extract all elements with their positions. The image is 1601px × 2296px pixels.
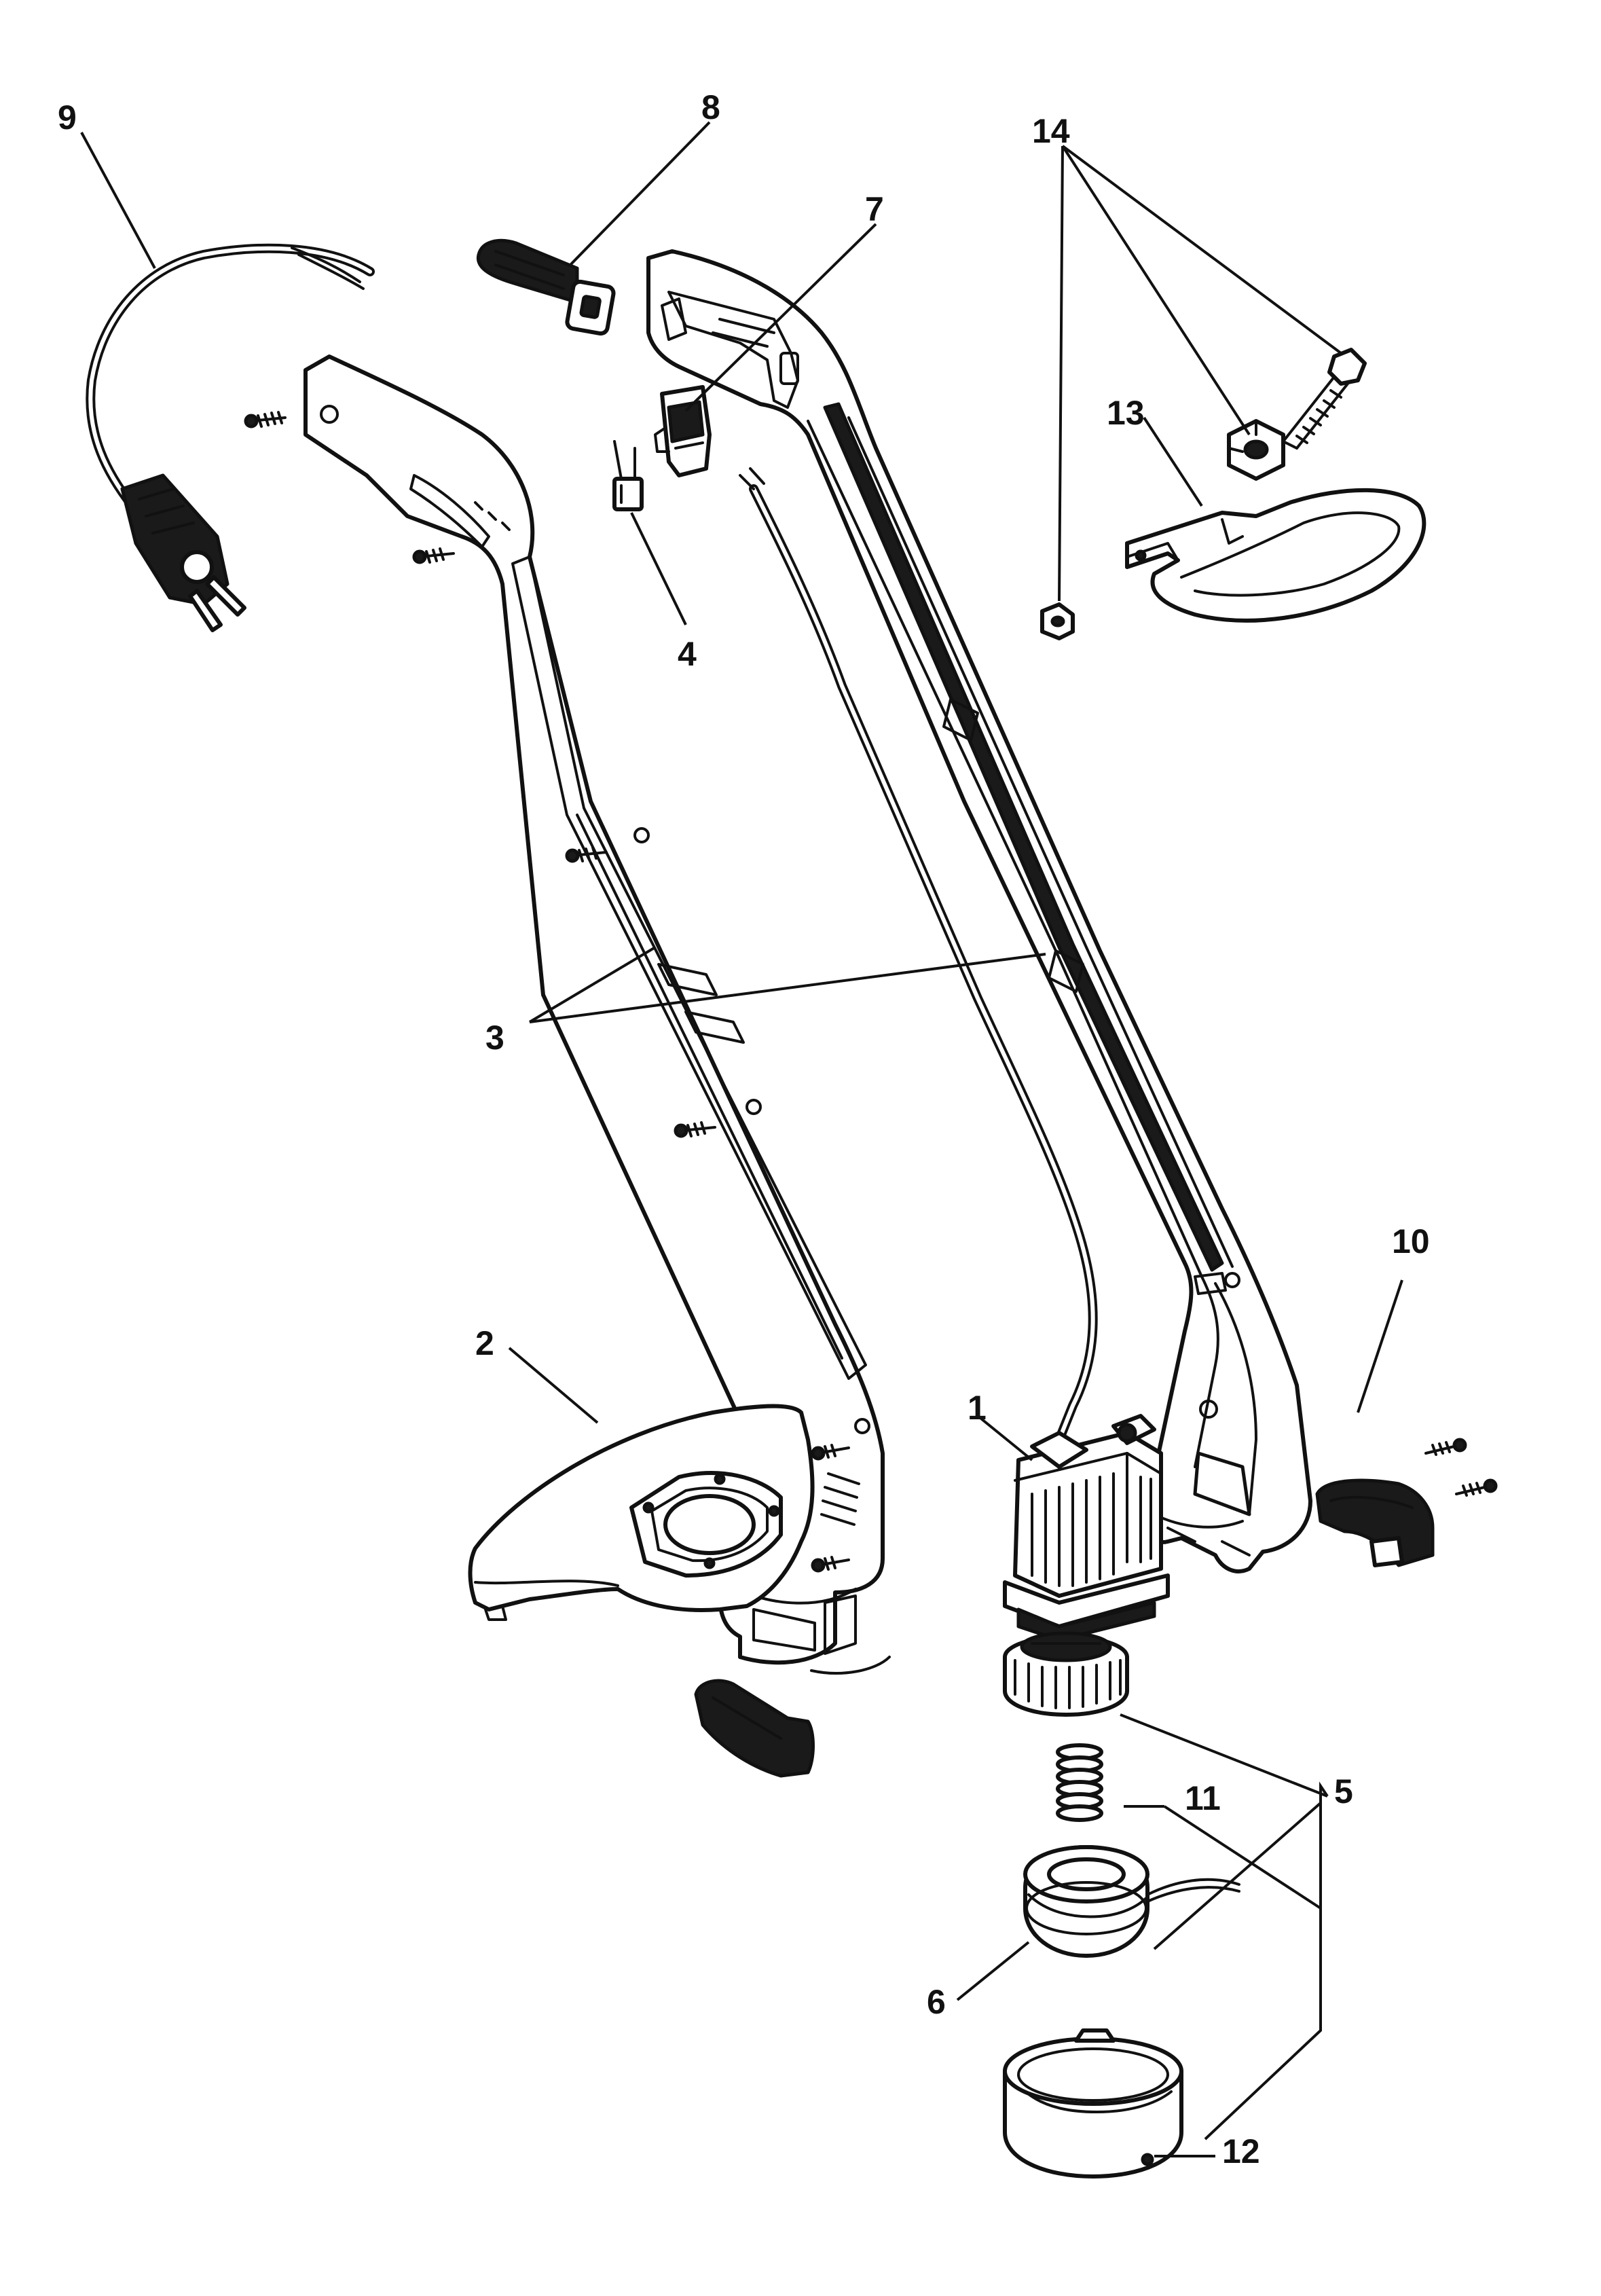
- callout-7: 7: [865, 190, 884, 228]
- housing-screws: [244, 411, 850, 1573]
- callout-13: 13: [1107, 394, 1145, 432]
- callout-5: 5: [1334, 1772, 1353, 1810]
- power-cord-part: [86, 243, 375, 632]
- callout-3: 3: [485, 1019, 504, 1057]
- motor-part: [1003, 1414, 1170, 1642]
- callout-6: 6: [927, 1983, 946, 2021]
- spool-part: [1023, 1845, 1240, 1958]
- cover-screws: [1424, 1438, 1498, 1497]
- callout-labels: 9 8 7 4 14 13 3 2 1 10 5 11 6 12: [58, 88, 1430, 2170]
- fastener-set-part: [1040, 348, 1367, 640]
- guard-part: [468, 1404, 815, 1621]
- callout-11: 11: [1185, 1779, 1221, 1817]
- internal-cable: [739, 467, 1098, 1444]
- capacitor-part: [612, 440, 644, 511]
- base-cover-left-part: [694, 1679, 815, 1778]
- callout-12: 12: [1222, 2132, 1260, 2170]
- spool-hub-part: [1003, 1631, 1129, 1717]
- spool-cover-part: [1003, 2028, 1183, 2179]
- callout-14: 14: [1032, 112, 1070, 150]
- right-housing-shell-part: [646, 249, 1312, 1573]
- spring-part: [1056, 1743, 1103, 1822]
- base-cover-right-part: [1315, 1478, 1435, 1567]
- callout-8: 8: [701, 88, 720, 126]
- switch-part: [654, 385, 712, 477]
- callout-10: 10: [1392, 1222, 1430, 1260]
- callout-1: 1: [968, 1389, 987, 1427]
- leader-lines: [80, 121, 1403, 2157]
- callout-2: 2: [475, 1324, 494, 1362]
- auxiliary-handle-part: [1125, 488, 1427, 623]
- callout-4: 4: [678, 635, 697, 673]
- grip-part: [476, 238, 616, 336]
- callout-9: 9: [58, 98, 77, 136]
